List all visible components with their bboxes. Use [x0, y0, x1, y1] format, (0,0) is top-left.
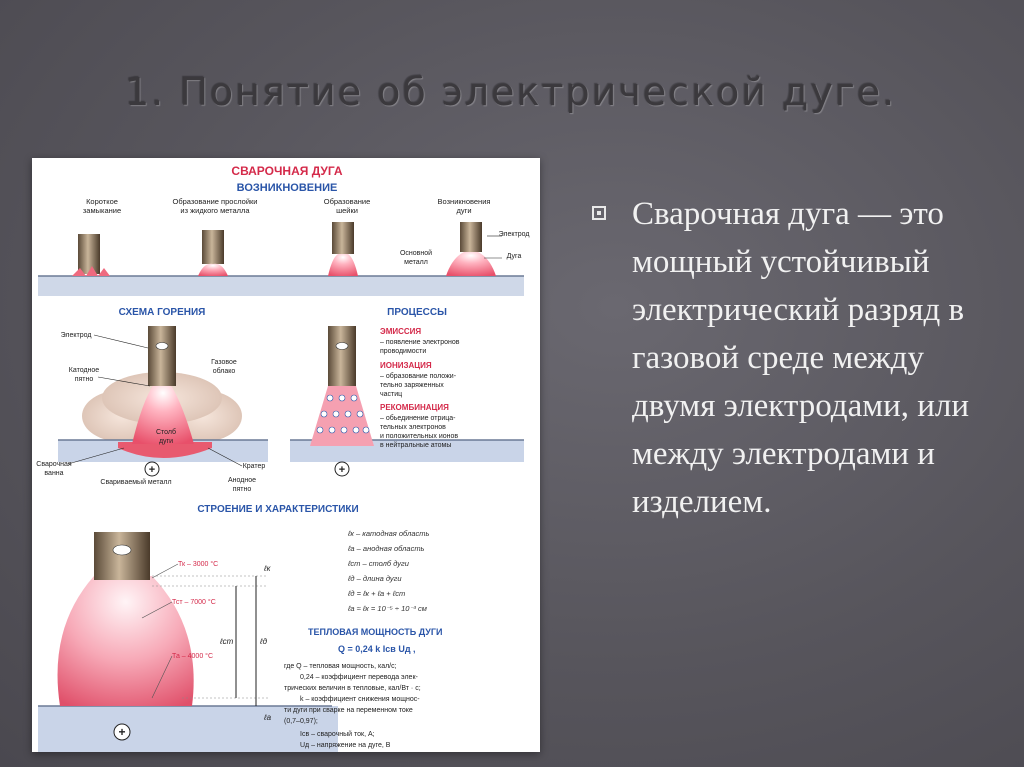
definition-bullet: Сварочная дуга — это мощный устойчивый э…	[592, 190, 992, 526]
legend-line-3: ℓст – столб дуги	[347, 559, 410, 568]
poster-header-1: СВАРОЧНАЯ ДУГА	[231, 164, 343, 178]
power-formula: Q = 0,24 k Iсв Uд ,	[338, 644, 416, 654]
ionization-line-2: тельно заряженных	[380, 382, 444, 389]
temp-anode: Та – 4000 °С	[172, 652, 213, 660]
power-title: ТЕПЛОВАЯ МОЩНОСТЬ ДУГИ	[308, 627, 442, 637]
burning-anode-label-b: пятно	[233, 486, 252, 493]
legend-line-1: ℓк – катодная область	[347, 529, 430, 538]
stage-4-label-b: дуги	[456, 206, 471, 215]
power-note-5: ти дуги при сварке на переменном токе	[284, 707, 413, 714]
stage-3-label-b: шейки	[336, 206, 358, 215]
legend-line-6: ℓа ≈ ℓк = 10⁻⁵ ÷ 10⁻³ см	[347, 604, 427, 613]
ionization-line-3: частиц	[380, 391, 402, 398]
stage-4-base-label-a: Основной	[400, 249, 432, 257]
label-lst: ℓст	[219, 637, 234, 646]
recombination-heading: РЕКОМБИНАЦИЯ	[380, 403, 449, 412]
burning-column-label-b: дуги	[159, 438, 173, 445]
power-note-6: (0,7–0,97);	[284, 718, 318, 725]
section-burning-title: СХЕМА ГОРЕНИЯ	[119, 307, 206, 318]
burning-electrode-label: Электрод	[61, 332, 92, 339]
burning-pool-label-a: Сварочная	[36, 461, 72, 468]
legend-line-4: ℓд – длина дуги	[347, 574, 402, 583]
legend-line-2: ℓа – анодная область	[347, 544, 425, 553]
emission-line-1: – появление электронов	[380, 339, 460, 346]
stage-1-label-b: замыкание	[83, 206, 121, 215]
burning-anode-label-a: Анодное	[228, 477, 256, 484]
poster-header-2: ВОЗНИКНОВЕНИЕ	[237, 182, 338, 194]
welding-arc-poster: СВАРОЧНАЯ ДУГА ВОЗНИКНОВЕНИЕ Короткое за…	[32, 158, 540, 752]
section-processes-title: ПРОЦЕССЫ	[387, 307, 447, 318]
stage-4-base-label-b: металл	[404, 259, 428, 266]
structure-plus: +	[118, 725, 125, 739]
ion-particles	[316, 394, 370, 434]
emission-heading: ЭМИССИЯ	[380, 327, 421, 336]
stage-2-label-a: Образование прослойки	[172, 197, 257, 206]
legend-line-5: ℓд = ℓк + ℓа + ℓст	[347, 589, 405, 598]
stage-4-electrode-label: Электрод	[499, 231, 530, 238]
burning-base-label: Свариваемый металл	[100, 478, 171, 486]
stage-2-label-b: из жидкого металла	[180, 206, 250, 215]
power-note-7: Iсв – сварочный ток, А;	[300, 730, 375, 738]
ionization-heading: ИОНИЗАЦИЯ	[380, 361, 432, 370]
power-note-2: 0,24 – коэффициент перевода элек-	[300, 674, 419, 681]
label-lk: ℓк	[263, 564, 272, 573]
square-bullet-icon	[592, 206, 606, 220]
section-structure-title: СТРОЕНИЕ И ХАРАКТЕРИСТИКИ	[197, 504, 358, 515]
ionization-line-1: – образование положи-	[380, 372, 457, 380]
burning-cathode-label-b: пятно	[75, 376, 94, 383]
burning-column-label-a: Столб	[156, 428, 176, 436]
slide-title: 1. Понятие об электрической дуге.	[125, 70, 897, 114]
power-note-4: k – коэффициент снижения мощнос-	[300, 696, 420, 703]
burning-crater-label: Кратер	[243, 463, 266, 470]
definition-text: Сварочная дуга — это мощный устойчивый э…	[632, 196, 970, 520]
burning-pool-label-b: ванна	[44, 470, 63, 477]
burning-plus: +	[149, 464, 155, 476]
stage-3-label-a: Образование	[324, 197, 371, 206]
label-ld: ℓд	[259, 637, 268, 646]
temp-cathode: Тк – 3000 °С	[178, 560, 218, 568]
burning-cathode-label-a: Катодное	[69, 367, 100, 374]
stage-4-label-a: Возникновения	[438, 197, 491, 206]
label-la: ℓа	[263, 713, 272, 722]
stage-1-label-a: Короткое	[86, 197, 118, 206]
burning-gas-label-b: облако	[213, 367, 236, 375]
emission-line-2: проводимости	[380, 348, 426, 355]
stage-4-arc-label: Дуга	[507, 253, 522, 260]
temp-column: Тст – 7000 °С	[172, 598, 216, 606]
recombination-line-4: в нейтральные атомы	[380, 441, 451, 449]
processes-plus: +	[339, 464, 345, 476]
burning-gas-label-a: Газовое	[211, 359, 237, 366]
power-note-3: трических величин в тепловые, кал/Вт · с…	[284, 685, 421, 692]
recombination-line-3: и положительных ионов	[380, 433, 458, 440]
power-note-8: Uд – напряжение на дуге, В	[300, 742, 391, 749]
recombination-line-2: тельных электронов	[380, 424, 446, 431]
power-note-1: где Q – тепловая мощность, кал/с;	[284, 663, 397, 670]
recombination-line-1: – обьединение отрица-	[380, 414, 456, 422]
